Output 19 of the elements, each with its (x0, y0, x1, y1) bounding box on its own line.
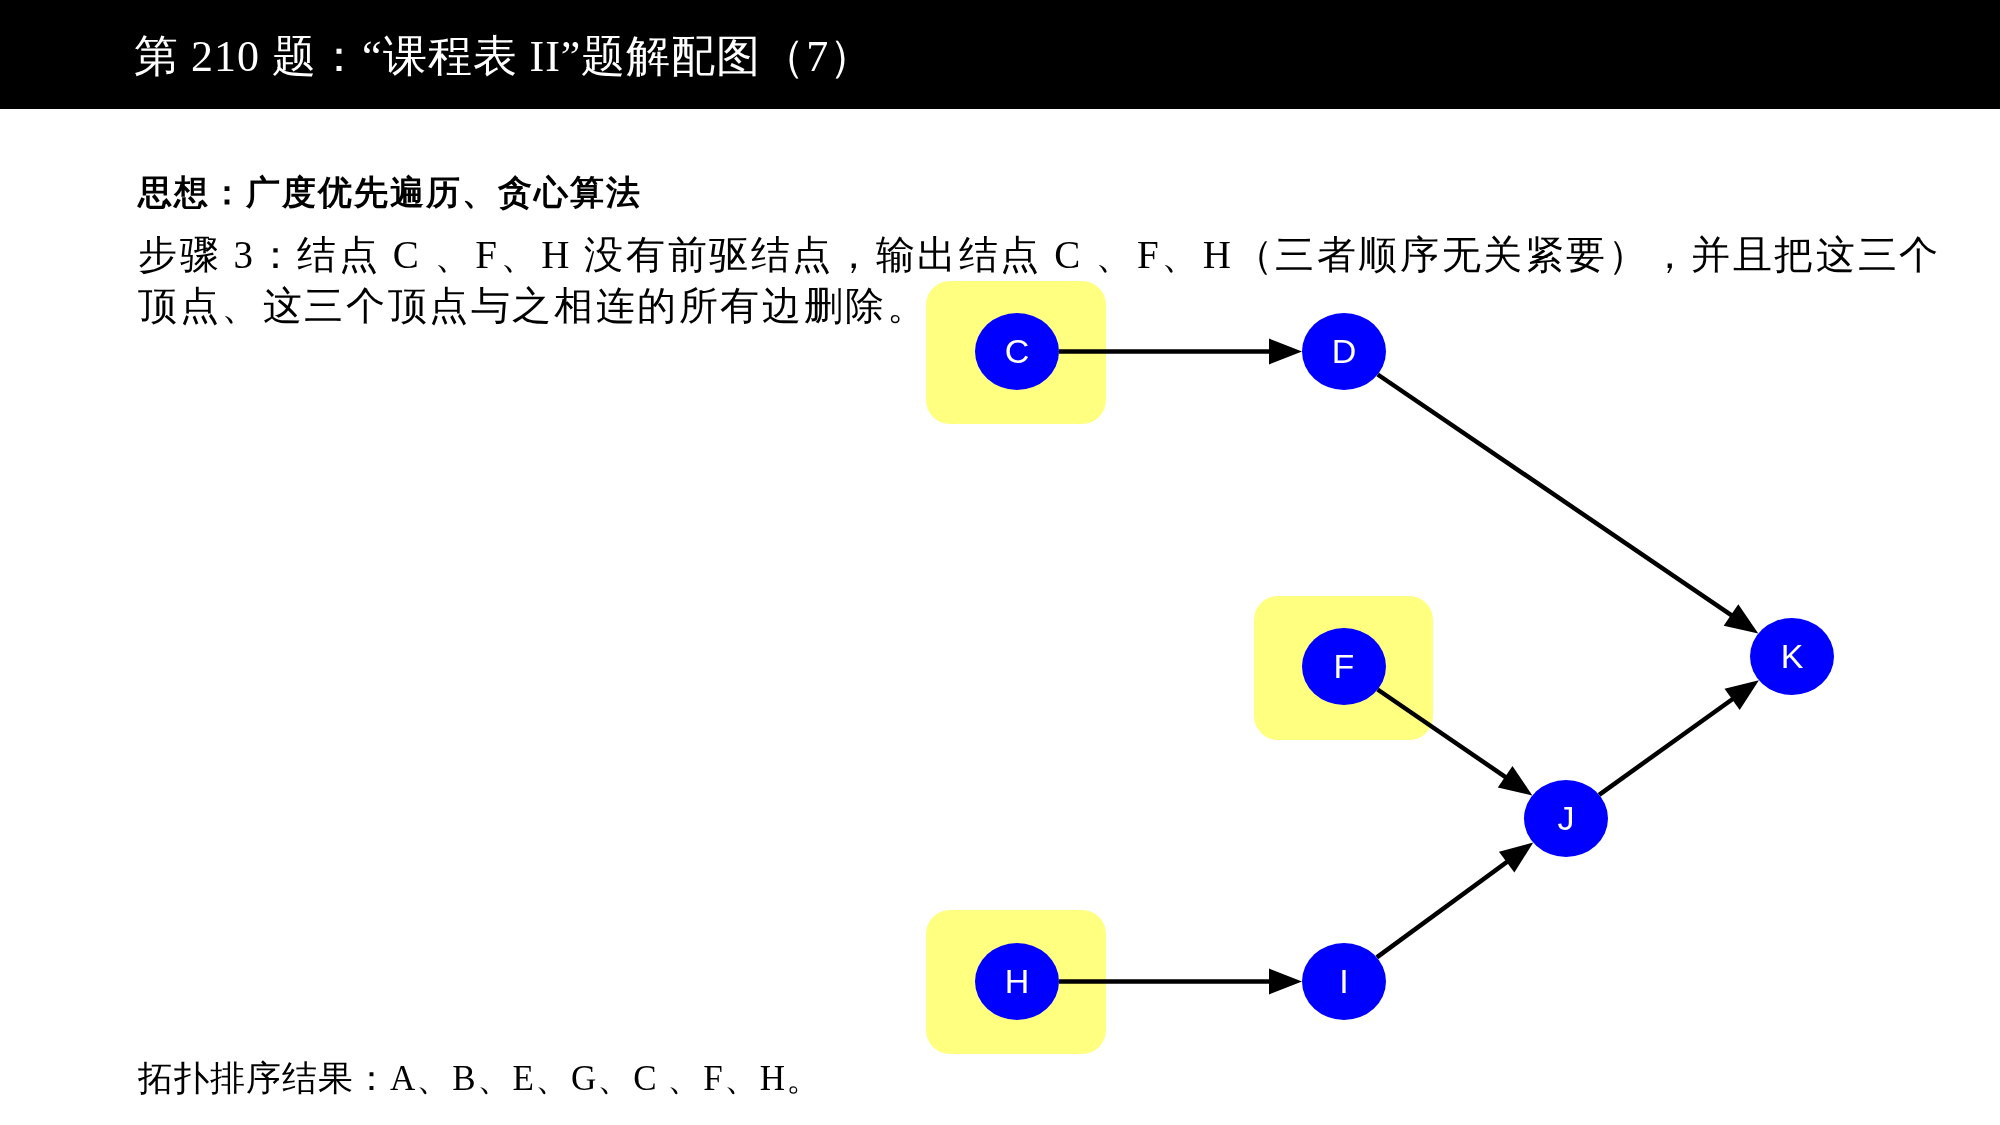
arrow (1375, 842, 1534, 960)
arrow (1059, 968, 1302, 995)
vertex-circle: C (975, 313, 1059, 390)
vertex-circle: H (975, 943, 1059, 1020)
result-text: 拓扑排序结果：A、B、E、G、C 、F、H。 (138, 1058, 823, 1100)
highlight-box (926, 910, 1106, 1054)
arrow (1597, 680, 1759, 797)
arrow (1376, 372, 1759, 634)
vertex-circle: K (1750, 618, 1834, 695)
vertex-circle: F (1302, 628, 1386, 705)
arrow (1059, 338, 1302, 365)
highlight-box (926, 281, 1106, 424)
vertex-circle: I (1302, 943, 1386, 1020)
arrow (1376, 687, 1533, 796)
highlight-box (1254, 596, 1433, 740)
vertex-circle: D (1302, 313, 1386, 390)
title: 第 210 题：“课程表 II”题解配图（7） (134, 31, 875, 83)
vertex-circle: J (1524, 780, 1608, 857)
heading: 思想：广度优先遍历、贪心算法 (138, 172, 642, 213)
